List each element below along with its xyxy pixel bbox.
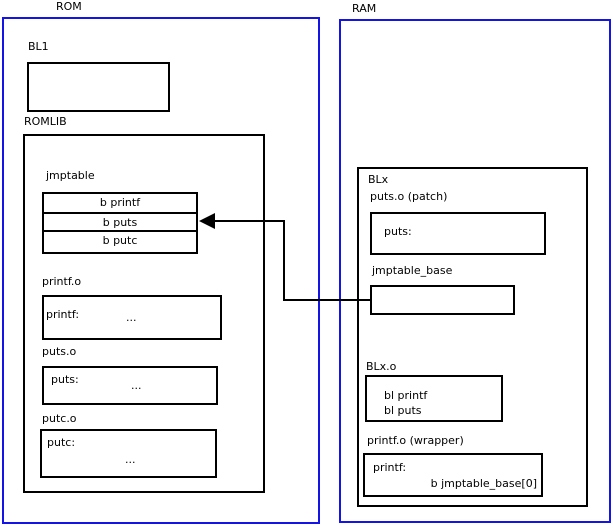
blx-o-label: BLx.o bbox=[366, 360, 397, 373]
printf-ellipsis: ... bbox=[126, 311, 137, 324]
printf-wrapper-box: printf: b jmptable_base[0] bbox=[363, 453, 543, 497]
jmptable-entry-puts: b puts bbox=[44, 212, 196, 230]
jmptable-base-label: jmptable_base bbox=[372, 264, 453, 277]
printf-wrapper-symbol: printf: bbox=[373, 461, 407, 474]
puts-patch-box: puts: bbox=[370, 212, 546, 255]
jmptable-box: b printf b puts b putc bbox=[42, 192, 198, 254]
puts-symbol: puts: bbox=[51, 373, 79, 386]
bl1-label: BL1 bbox=[28, 40, 49, 53]
ram-region-label: RAM bbox=[352, 2, 377, 15]
jmptable-base-box bbox=[370, 285, 515, 315]
puts-o-label: puts.o bbox=[42, 345, 77, 358]
jmptable-entry-printf: b printf bbox=[99, 196, 141, 209]
jmptable-entry-putc: b putc bbox=[44, 230, 196, 248]
printf-wrapper-branch: b jmptable_base[0] bbox=[430, 477, 537, 490]
printf-o-box: printf: ... bbox=[42, 295, 222, 340]
putc-o-label: putc.o bbox=[42, 412, 77, 425]
printf-o-label: printf.o bbox=[42, 275, 82, 288]
rom-region-label: ROM bbox=[56, 0, 82, 13]
blx-o-box: bl printf bl puts bbox=[365, 375, 503, 422]
blx-o-line-bl-puts: bl puts bbox=[384, 404, 422, 417]
puts-o-box: puts: ... bbox=[42, 366, 218, 405]
printf-symbol: printf: bbox=[46, 308, 80, 321]
putc-o-box: putc: ... bbox=[40, 429, 217, 478]
blx-o-line-bl-printf: bl printf bbox=[384, 389, 428, 402]
putc-symbol: putc: bbox=[47, 436, 76, 449]
romlib-label: ROMLIB bbox=[24, 115, 67, 128]
puts-patch-symbol: puts: bbox=[384, 225, 412, 238]
blx-label: BLx bbox=[368, 173, 389, 186]
jmptable-label: jmptable bbox=[46, 169, 95, 182]
bl1-box bbox=[27, 62, 170, 112]
puts-ellipsis: ... bbox=[131, 379, 142, 392]
printf-wrapper-label: printf.o (wrapper) bbox=[367, 434, 464, 447]
puts-patch-label: puts.o (patch) bbox=[370, 190, 448, 203]
putc-ellipsis: ... bbox=[125, 453, 136, 466]
